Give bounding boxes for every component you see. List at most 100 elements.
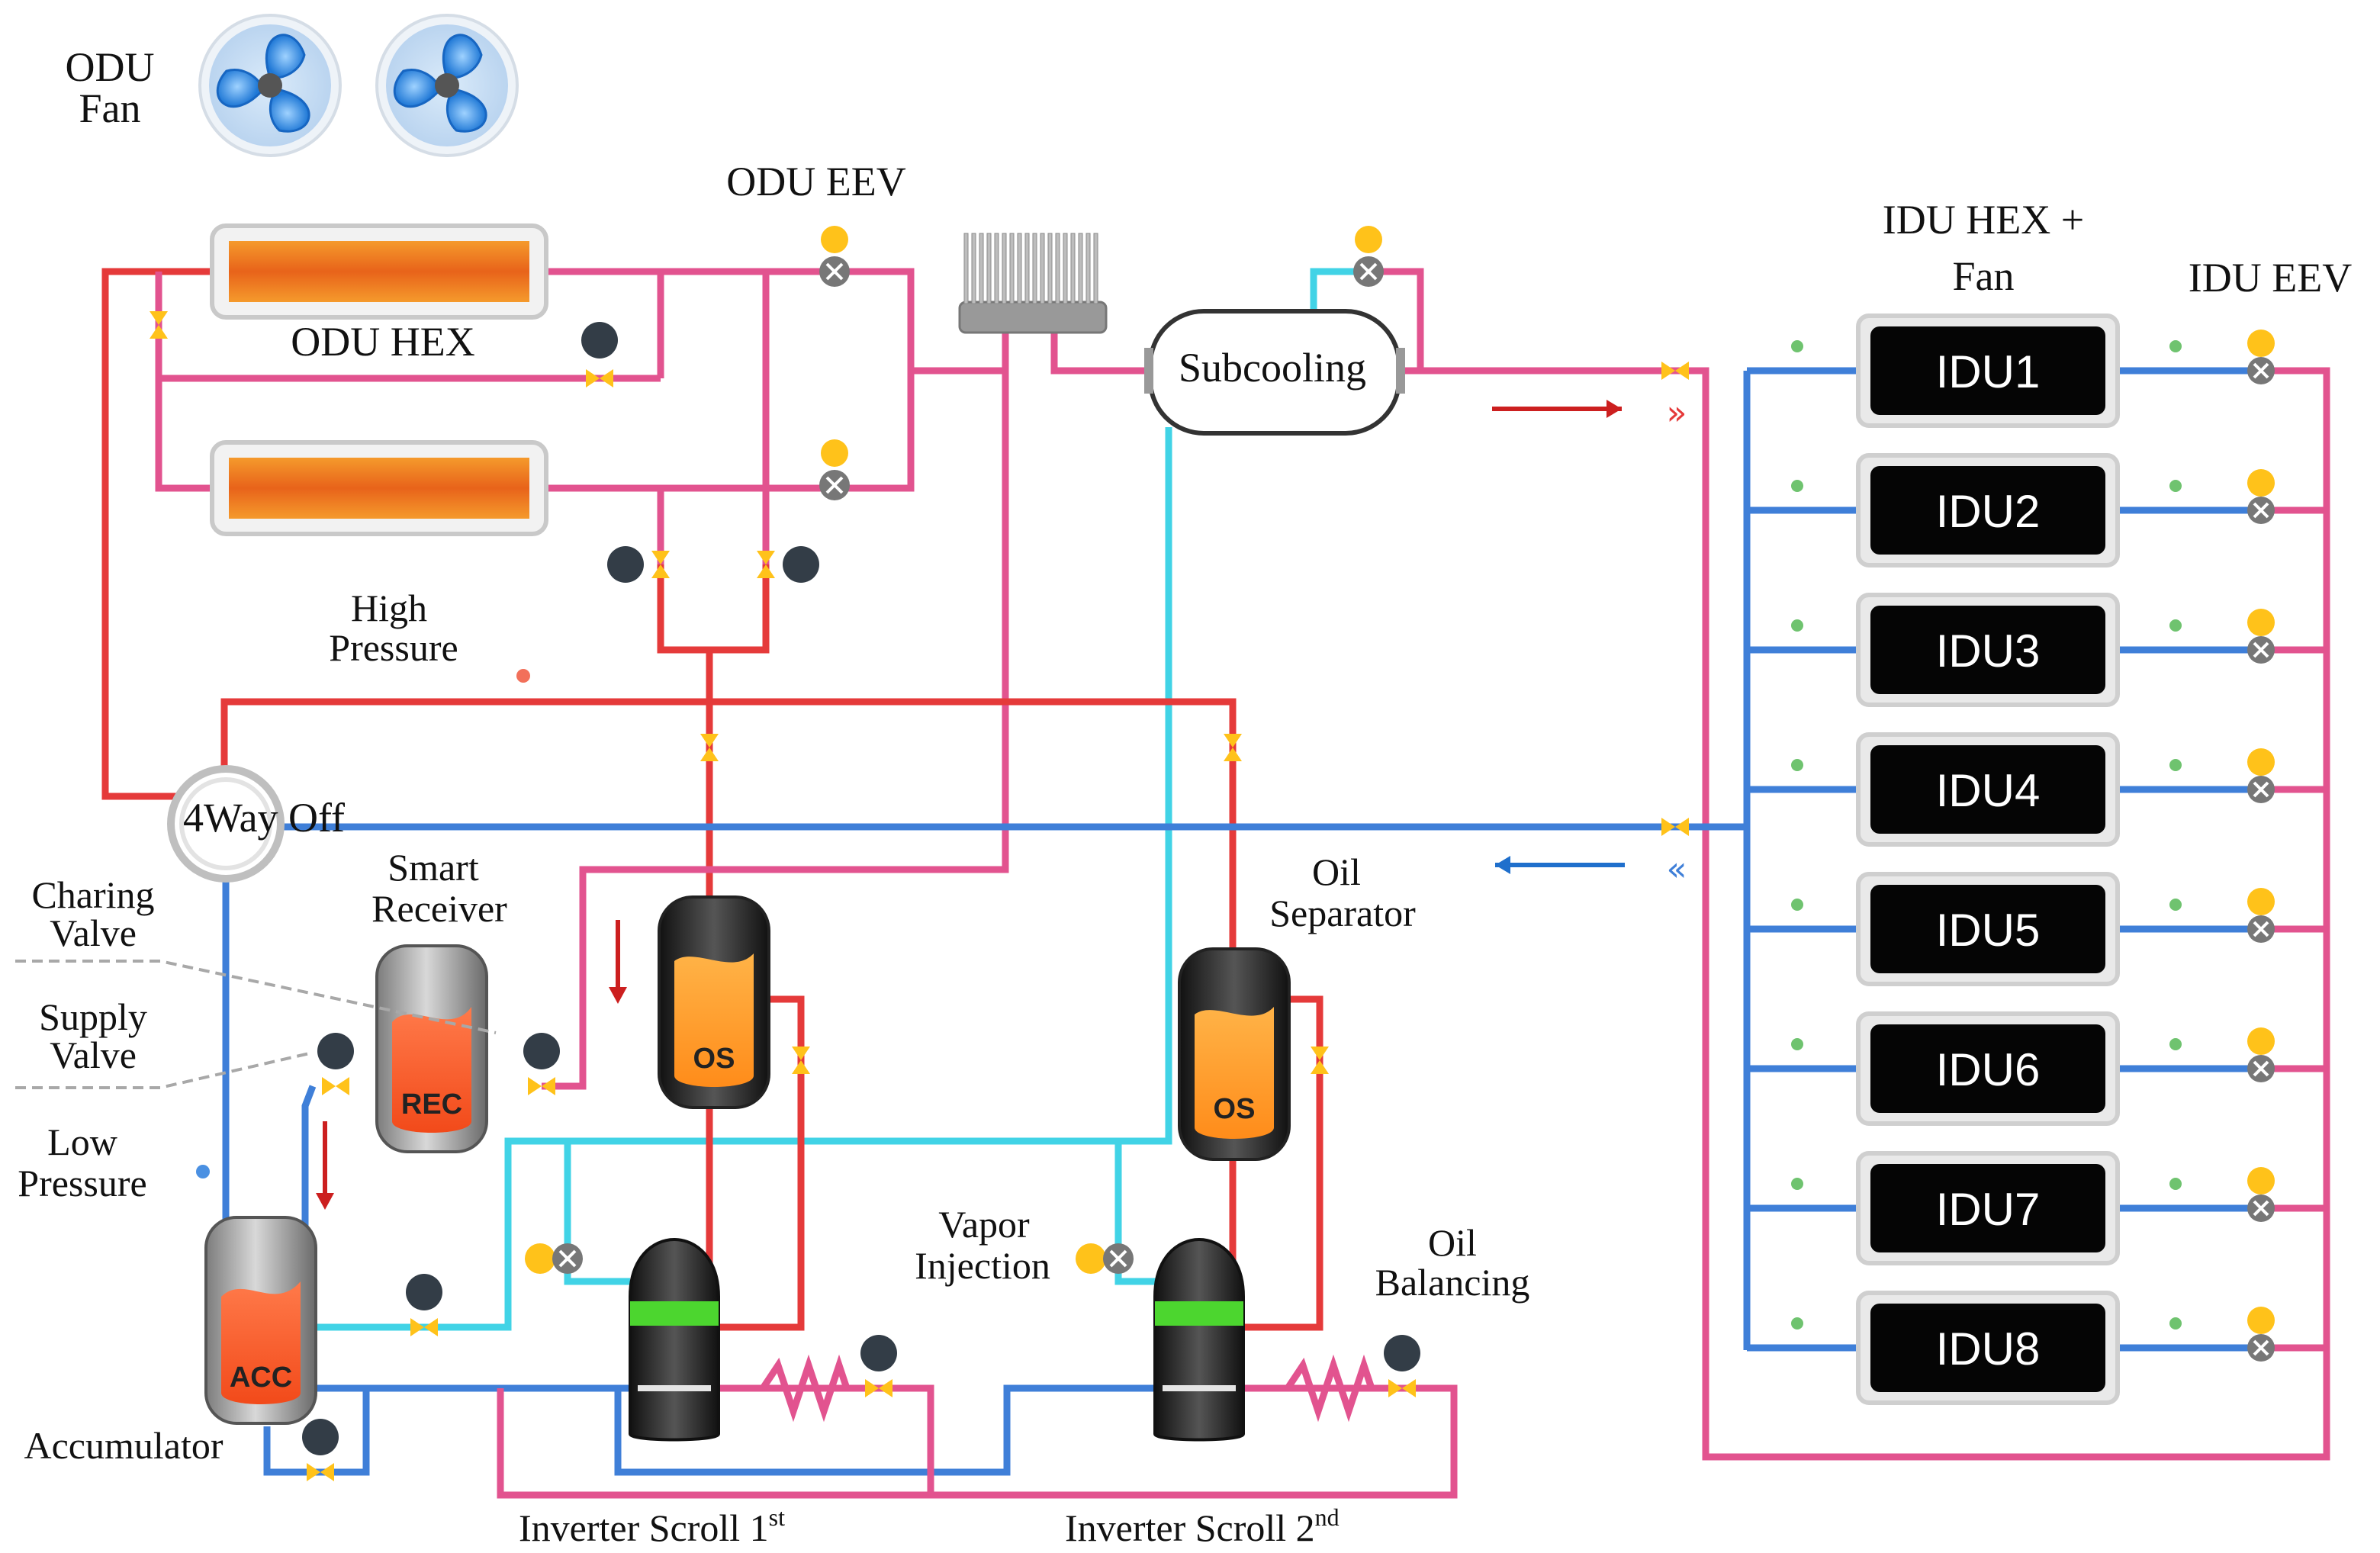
solenoid-valve-icon bbox=[523, 1033, 560, 1095]
idu-unit-screen bbox=[1870, 326, 2105, 415]
inverter-scroll-1-main: Inverter Scroll 1 bbox=[519, 1506, 769, 1549]
fan-icon bbox=[198, 14, 342, 157]
solenoid-valve-icon bbox=[302, 1419, 339, 1481]
idu-hex-fan-label-1: IDU HEX + bbox=[1883, 197, 2084, 243]
idu-temp-sensor bbox=[2169, 340, 2182, 352]
idu-temp-sensor bbox=[1791, 1178, 1803, 1190]
solenoid-valve-icon bbox=[860, 1335, 897, 1397]
accumulator-label: Accumulator bbox=[24, 1424, 223, 1467]
valves bbox=[150, 226, 1689, 1481]
subcooling-label: Subcooling bbox=[1179, 345, 1366, 391]
eev-valve-icon bbox=[2247, 330, 2275, 384]
oil-balancing-label-2: Balancing bbox=[1375, 1261, 1530, 1304]
idu-unit-screen bbox=[1870, 606, 2105, 694]
four-way-label: 4Way Off bbox=[183, 795, 345, 841]
charing-valve-label-1: Charing bbox=[31, 873, 154, 916]
idu-temp-sensor bbox=[2169, 1178, 2182, 1190]
idu-label: IDU6 bbox=[1936, 1044, 2041, 1095]
check-valve-icon bbox=[1224, 734, 1242, 761]
solenoid-valve-icon bbox=[607, 546, 670, 583]
subcooling-hex bbox=[1144, 309, 1405, 436]
smart-receiver-label-2: Receiver bbox=[371, 887, 507, 930]
idu-label: IDU3 bbox=[1936, 625, 2041, 677]
flow-in-chevron: « bbox=[1667, 850, 1687, 889]
idu-label: IDU1 bbox=[1936, 346, 2041, 397]
inverter-scroll-1-label: Inverter Scroll 1st bbox=[519, 1503, 785, 1549]
idu-temp-sensor bbox=[1791, 1317, 1803, 1330]
high-pressure-sensor bbox=[516, 669, 530, 683]
idu-label: IDU5 bbox=[1936, 905, 2041, 956]
idu-label: IDU2 bbox=[1936, 486, 2041, 537]
check-valve-icon bbox=[700, 734, 719, 761]
fan-icon bbox=[375, 14, 519, 157]
idu-temp-sensor bbox=[1791, 1038, 1803, 1050]
idu-row: IDU4 bbox=[1747, 732, 2327, 847]
idu-temp-sensor bbox=[1791, 759, 1803, 771]
flow-out-chevron: » bbox=[1667, 394, 1687, 432]
idu-temp-sensor bbox=[2169, 619, 2182, 632]
eev-valve-icon bbox=[2247, 1027, 2275, 1082]
odu-hex-1 bbox=[210, 223, 548, 320]
high-pressure-label-2: Pressure bbox=[329, 626, 458, 669]
idu-row: IDU1 bbox=[1747, 313, 2327, 428]
smart-receiver-tank: REC bbox=[375, 944, 488, 1153]
idu-temp-sensor bbox=[2169, 899, 2182, 911]
idu-temp-sensor bbox=[1791, 480, 1803, 492]
idu-temp-sensor bbox=[1791, 619, 1803, 632]
smart-receiver-label-1: Smart bbox=[388, 846, 479, 889]
idu-row: IDU3 bbox=[1747, 593, 2327, 707]
high-pressure-label-1: High bbox=[351, 587, 427, 629]
vapor-injection-label-1: Vapor bbox=[938, 1203, 1030, 1246]
oil-separator-1: OS bbox=[658, 895, 770, 1109]
solenoid-valve-icon bbox=[757, 546, 819, 583]
odu-hex-2 bbox=[210, 440, 548, 536]
os1-label: OS bbox=[693, 1043, 735, 1075]
idu-row: IDU5 bbox=[1747, 872, 2327, 986]
os2-label: OS bbox=[1214, 1093, 1256, 1125]
inverter-scroll-2-sup: nd bbox=[1315, 1503, 1340, 1531]
check-valve-icon bbox=[1661, 362, 1689, 380]
eev-valve-icon bbox=[819, 226, 850, 287]
solenoid-valve-icon bbox=[1384, 1335, 1420, 1397]
inverter-scroll-2-label: Inverter Scroll 2nd bbox=[1065, 1503, 1340, 1549]
idu-hex-fan-label-2: Fan bbox=[1953, 253, 2015, 299]
check-valve-icon bbox=[1311, 1047, 1329, 1074]
charing-leader bbox=[15, 960, 497, 1034]
idu-label: IDU8 bbox=[1936, 1323, 2041, 1375]
charing-valve-label-2: Valve bbox=[50, 912, 137, 954]
four-way-valve bbox=[167, 765, 285, 883]
inverter-scroll-2-main: Inverter Scroll 2 bbox=[1065, 1506, 1315, 1549]
idu-unit-screen bbox=[1870, 885, 2105, 973]
odu-fan-group bbox=[198, 14, 519, 157]
odu-hex-label: ODU HEX bbox=[291, 319, 474, 365]
solenoid-valve-icon bbox=[406, 1274, 442, 1336]
odu-eev-label: ODU EEV bbox=[726, 159, 905, 204]
low-pressure-sensor bbox=[196, 1165, 210, 1178]
solenoid-valve-icon bbox=[581, 322, 618, 387]
idu-label: IDU7 bbox=[1936, 1184, 2041, 1235]
eev-valve-icon bbox=[1076, 1243, 1134, 1274]
idu-unit-screen bbox=[1870, 1304, 2105, 1392]
vapor-injection-label-2: Injection bbox=[915, 1244, 1050, 1287]
low-pressure-label-1: Low bbox=[47, 1121, 117, 1163]
labels: ODU Fan ODU EEV ODU HEX Subcooling IDU H… bbox=[18, 44, 2352, 1549]
compressor-2 bbox=[1153, 1238, 1245, 1442]
idu-temp-sensor bbox=[1791, 340, 1803, 352]
idu-temp-sensor bbox=[2169, 1317, 2182, 1330]
inverter-scroll-1-sup: st bbox=[769, 1503, 785, 1531]
flow-arrows: » « bbox=[316, 394, 1687, 1210]
eev-valve-icon bbox=[1353, 226, 1384, 287]
oil-separator-label-1: Oil bbox=[1312, 850, 1361, 893]
idu-label: IDU4 bbox=[1936, 765, 2041, 816]
idu-unit-screen bbox=[1870, 1164, 2105, 1252]
idu-row: IDU8 bbox=[1747, 1291, 2327, 1405]
supply-valve-label-2: Valve bbox=[50, 1034, 137, 1076]
capillary-1 bbox=[760, 1354, 851, 1423]
odu-fan-label-2: Fan bbox=[79, 85, 141, 131]
oil-separator-2: OS bbox=[1178, 947, 1291, 1161]
idu-unit-screen bbox=[1870, 466, 2105, 555]
eev-valve-icon bbox=[2247, 748, 2275, 803]
supply-leader bbox=[15, 1051, 314, 1089]
